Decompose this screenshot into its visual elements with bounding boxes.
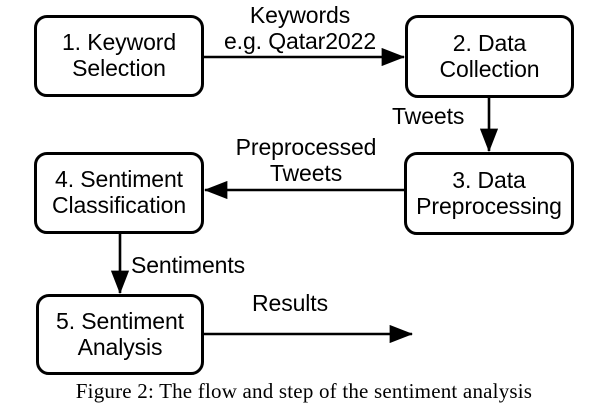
edge-label-preprocessed-tweets: Preprocessed Tweets [218, 134, 394, 186]
edge-label-results: Results [252, 290, 362, 316]
node-sentiment-analysis[interactable]: 5. Sentiment Analysis [36, 294, 204, 375]
edge-label-tweets-line1: Tweets [392, 103, 465, 129]
node-data-collection[interactable]: 2. Data Collection [405, 15, 574, 98]
node-keyword-selection-line2: Selection [72, 55, 166, 81]
node-data-preprocessing[interactable]: 3. Data Preprocessing [404, 152, 574, 235]
node-keyword-selection[interactable]: 1. Keyword Selection [34, 15, 204, 97]
edge-label-sentiments-line1: Sentiments [131, 252, 246, 278]
node-data-collection-line2: Collection [439, 55, 540, 82]
figure-caption: Figure 2: The flow and step of the senti… [75, 379, 533, 403]
edge-label-sentiments: Sentiments [131, 252, 271, 278]
edge-label-preprocessed-tweets-line1: Preprocessed [235, 134, 377, 160]
node-data-collection-line1: 2. Data [452, 29, 527, 56]
edge-label-results-line1: Results [252, 290, 328, 316]
edge-label-keywords-line1: Keywords [249, 2, 351, 28]
node-sentiment-classification[interactable]: 4. Sentiment Classification [34, 152, 204, 234]
edge-label-keywords: Keywords e.g. Qatar2022 [205, 2, 395, 54]
node-sentiment-analysis-line2: Analysis [77, 333, 163, 360]
node-sentiment-analysis-line1: 5. Sentiment [56, 307, 184, 334]
node-keyword-selection-line1: 1. Keyword [61, 29, 177, 56]
node-sentiment-classification-line1: 4. Sentiment [55, 166, 183, 193]
node-sentiment-classification-line2: Classification [51, 192, 187, 218]
node-data-preprocessing-line2: Preprocessing [416, 192, 562, 219]
edge-label-preprocessed-tweets-line2: Tweets [269, 160, 343, 187]
edge-label-tweets: Tweets [392, 103, 484, 129]
edge-label-keywords-line2: e.g. Qatar2022 [223, 28, 377, 55]
node-data-preprocessing-line1: 3. Data [452, 166, 526, 193]
